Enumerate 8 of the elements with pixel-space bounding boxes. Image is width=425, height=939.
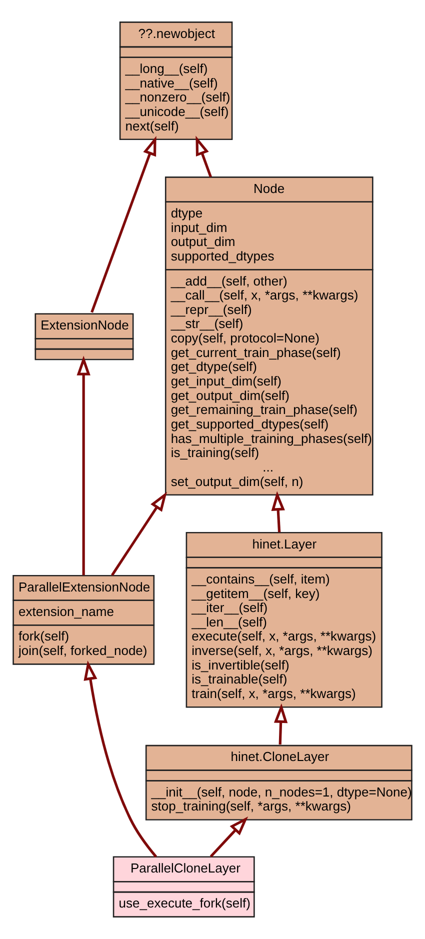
arrow — [274, 703, 288, 745]
arrow — [111, 492, 167, 576]
arrow — [210, 816, 248, 858]
arrow — [196, 136, 212, 178]
arrow — [271, 491, 285, 532]
arrow — [84, 660, 158, 858]
arrow — [90, 136, 156, 313]
arrow — [76, 356, 90, 576]
